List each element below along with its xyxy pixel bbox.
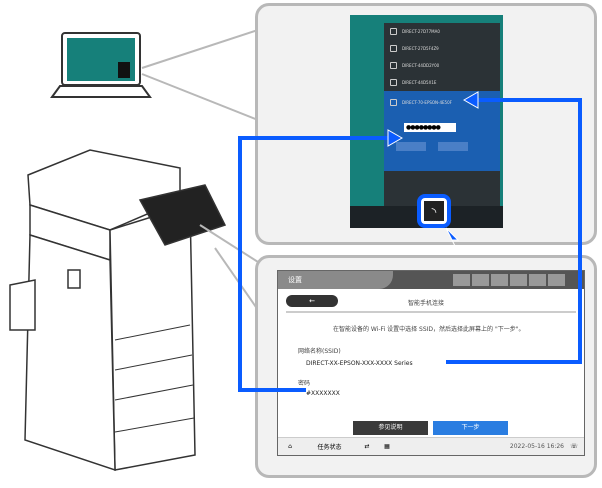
network-item[interactable]: DIRECT-27D77MA0: [384, 23, 500, 40]
printer-screen: 设置 ← 智能手机连接 在智能设备的 Wi-Fi 设置中选择 SSID，然后选择…: [277, 270, 585, 456]
transfer-icon[interactable]: ⇄: [364, 443, 370, 450]
job-status-button[interactable]: 任务状态: [317, 444, 342, 451]
instruction-text: 在智能设备的 Wi-Fi 设置中选择 SSID，然后选择此屏幕上的 "下一步"。: [333, 326, 525, 333]
printer-illustration: [9, 149, 227, 472]
datetime: 2022-05-16 16:26: [509, 443, 564, 450]
network-icon: [390, 28, 397, 35]
home-icon[interactable]: ⌂: [288, 443, 292, 450]
network-icon: [390, 45, 397, 52]
wifi-tray-button[interactable]: ◝: [417, 194, 451, 228]
grid-icon[interactable]: ▦: [384, 443, 390, 450]
cancel-button[interactable]: [438, 142, 468, 151]
selected-network[interactable]: DIRECT-70-EPSON-4E50F ●●●●●●●●: [384, 91, 500, 171]
password-value: #XXXXXXX: [306, 390, 340, 397]
next-button[interactable]: 下一步: [433, 421, 508, 435]
ssid-label: 网络名称(SSID): [298, 348, 341, 355]
phone-icon: ☏: [570, 443, 578, 450]
network-icon: [390, 99, 397, 106]
network-list: DIRECT-27D77MA0 DIRECT-27D5F4Z9 DIRECT-4…: [384, 23, 500, 206]
network-item[interactable]: DIRECT-44D5X1E: [384, 74, 500, 91]
password-label: 密码: [298, 380, 311, 387]
ssid-value: DIRECT-XX-EPSON-XXX-XXXX Series: [306, 360, 413, 367]
help-button[interactable]: 参见说明: [353, 421, 428, 435]
network-item[interactable]: DIRECT-44DD2Y00: [384, 57, 500, 74]
back-button[interactable]: ←: [286, 295, 338, 307]
password-input[interactable]: ●●●●●●●●: [404, 123, 456, 132]
wifi-icon: ◝: [424, 201, 444, 221]
network-icon: [390, 62, 397, 69]
network-icon: [390, 79, 397, 86]
screen-title: 智能手机连接: [408, 300, 445, 307]
header-title: 设置: [278, 271, 393, 289]
laptop-illustration: [50, 32, 152, 98]
next-button[interactable]: [396, 142, 426, 151]
taskbar: ◝: [350, 194, 503, 228]
network-item[interactable]: DIRECT-27D5F4Z9: [384, 40, 500, 57]
windows-wifi-panel: DIRECT-27D77MA0 DIRECT-27D5F4Z9 DIRECT-4…: [350, 15, 503, 228]
